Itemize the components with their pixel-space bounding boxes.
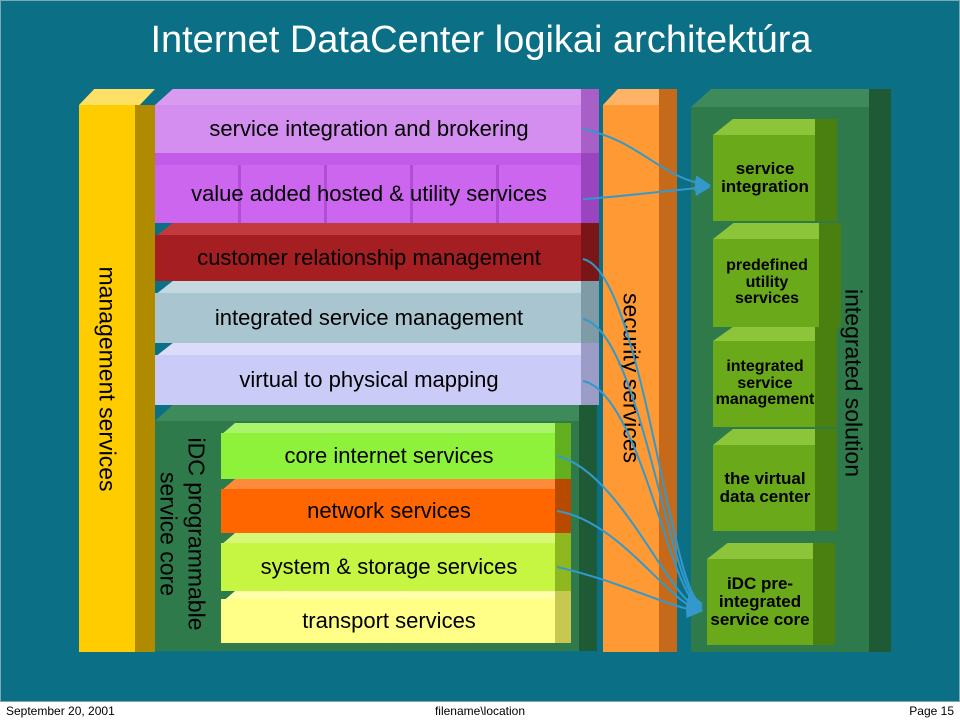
footer-location: filename\location xyxy=(434,704,526,718)
system-storage-top xyxy=(221,533,571,545)
solution-box-2-depth xyxy=(819,223,841,327)
v2p-top xyxy=(155,343,599,357)
service-integration-top xyxy=(155,89,599,105)
ism-depth xyxy=(581,281,599,343)
network-layer: network services xyxy=(221,489,557,533)
value-added-label: value added hosted & utility services xyxy=(191,181,547,206)
management-column-top xyxy=(79,89,155,105)
crm-top xyxy=(155,223,599,237)
arrow-system-to-solution xyxy=(556,566,703,619)
ism-top xyxy=(155,281,599,295)
solution-box-4-top xyxy=(713,429,837,445)
system-storage-layer: system & storage services xyxy=(221,543,557,591)
ism-layer: integrated service management xyxy=(155,293,583,343)
footer: September 20, 2001 filename\location Pag… xyxy=(0,702,960,720)
ism-label: integrated service management xyxy=(214,305,524,330)
arrow-crm-to-solution xyxy=(582,258,703,608)
service-integration-depth xyxy=(581,89,599,153)
footer-page: Page 15 xyxy=(909,704,954,718)
value-added-segment-tops xyxy=(155,153,599,167)
transport-label: transport services xyxy=(302,608,476,633)
v2p-depth xyxy=(581,343,599,405)
slide: Internet DataCenter logikai architektúra… xyxy=(0,0,960,702)
arrow-v2p-to-solution xyxy=(582,380,703,613)
solution-box-5-depth xyxy=(813,543,835,645)
core-internet-layer: core internet services xyxy=(221,433,557,479)
connector-arrows xyxy=(556,128,711,619)
core-internet-label: core internet services xyxy=(284,443,494,468)
transport-layer: transport services xyxy=(221,599,557,643)
security-column-top xyxy=(603,89,677,105)
arrow-value-added-to-service-integration xyxy=(582,180,711,200)
core-internet-top xyxy=(221,423,571,435)
network-depth xyxy=(555,479,571,533)
solution-box-3-top xyxy=(713,327,837,341)
service-integration-label: service integration and brokering xyxy=(209,116,529,141)
solution-box-1-depth xyxy=(815,119,837,221)
arrow-ism-to-solution xyxy=(582,318,703,611)
solution-column-top xyxy=(691,89,891,107)
solution-column-depth xyxy=(869,89,891,652)
arrow-core-to-solution xyxy=(556,455,703,616)
crm-label: customer relationship management xyxy=(197,245,541,270)
solution-box-1-top xyxy=(713,119,837,135)
crm-layer: customer relationship management xyxy=(155,235,583,281)
v2p-label: virtual to physical mapping xyxy=(239,367,499,392)
management-column xyxy=(79,105,135,652)
idc-core-top xyxy=(155,405,597,421)
solution-box-4-depth xyxy=(815,429,837,531)
arrow-service-to-service-integration xyxy=(582,128,711,192)
core-internet-depth xyxy=(555,423,571,479)
network-top xyxy=(221,479,571,491)
idc-core-depth xyxy=(579,405,597,651)
slide-title: Internet DataCenter logikai architektúra xyxy=(150,19,812,61)
service-integration-layer: service integration and brokering xyxy=(155,105,583,153)
value-added-depth xyxy=(581,153,599,223)
footer-date: September 20, 2001 xyxy=(6,704,115,718)
solution-box-3-depth xyxy=(815,327,837,427)
solution-box-2-top xyxy=(713,223,841,239)
value-added-layer: value added hosted & utility services xyxy=(155,165,583,223)
system-storage-label: system & storage services xyxy=(260,554,518,579)
solution-box-5-top xyxy=(707,543,835,559)
system-storage-depth xyxy=(555,533,571,591)
transport-depth xyxy=(555,591,571,643)
management-column-depth xyxy=(133,105,155,652)
arrow-network-to-solution xyxy=(556,510,703,617)
security-column-depth xyxy=(659,89,677,652)
network-label: network services xyxy=(307,498,471,523)
v2p-layer: virtual to physical mapping xyxy=(155,355,583,405)
